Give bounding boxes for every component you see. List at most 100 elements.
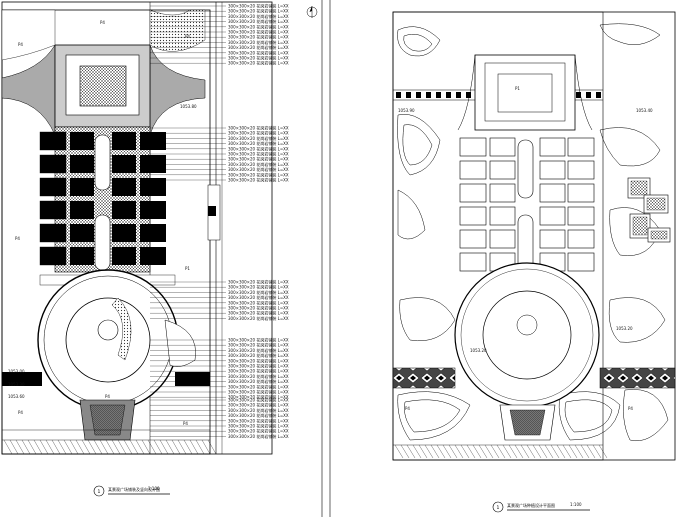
- hatch-line: [406, 444, 416, 459]
- hatch-line: [574, 444, 584, 459]
- material-note: 300×300×20 花岗岩铺装 L=XX: [228, 39, 289, 45]
- hatch-line: [502, 444, 512, 459]
- material-note: 300×300×20 花岗岩铺装 L=XX: [228, 125, 289, 131]
- hatch-line: [514, 444, 524, 459]
- paving-block: [112, 155, 136, 173]
- elevation-label: 1053.20: [616, 326, 633, 331]
- material-note: 300×300×20 花岗岩铺装 L=XX: [228, 151, 289, 157]
- hatch-line: [448, 444, 458, 459]
- hatch-line: [472, 444, 482, 459]
- material-note: 300×300×20 花岗岩铺装 L=XX: [228, 373, 289, 379]
- material-note: 300×300×20 花岗岩铺装 L=XX: [228, 13, 289, 19]
- material-note: 300×300×20 花岗岩铺装 L=XX: [228, 310, 289, 316]
- material-note: 300×300×20 花岗岩铺装 L=XX: [228, 161, 289, 167]
- zone-code: P1: [515, 86, 520, 91]
- paving-block: [539, 183, 566, 203]
- hatch-line: [57, 439, 67, 455]
- paving-block: [70, 224, 94, 242]
- material-note: 300×300×20 花岗岩铺装 L=XX: [228, 156, 289, 162]
- hatch-line: [141, 439, 151, 455]
- material-note: 300×300×20 花岗岩铺装 L=XX: [228, 3, 289, 9]
- hatch-line: [159, 439, 169, 455]
- hatch-line: [39, 439, 49, 455]
- hatch-line: [550, 444, 560, 459]
- building-hatch: [632, 216, 648, 236]
- hatch-line: [3, 439, 13, 455]
- material-note: 300×300×20 花岗岩铺装 L=XX: [228, 423, 289, 429]
- elevation-label: 1053.90: [398, 108, 415, 113]
- hatch-line: [171, 439, 181, 455]
- hatch-line: [69, 439, 79, 455]
- paving-block: [140, 155, 166, 173]
- hatch-line: [484, 444, 494, 459]
- hatch-line: [544, 444, 554, 459]
- hatch-line: [586, 444, 596, 459]
- paving-block: [567, 137, 595, 157]
- paving-block: [459, 229, 487, 249]
- material-note: 300×300×20 花岗岩铺装 L=XX: [228, 284, 289, 290]
- hatch-line: [466, 444, 476, 459]
- paving-block: [140, 178, 166, 196]
- paving-block: [567, 206, 595, 226]
- curb-block: [596, 92, 601, 98]
- paving-block: [539, 206, 566, 226]
- paving-block: [112, 132, 136, 150]
- hatch-line: [490, 444, 500, 459]
- material-note: 300×300×20 花岗岩铺装 L=XX: [228, 433, 289, 439]
- hatch-line: [177, 439, 187, 455]
- material-note: 300×300×20 花岗岩铺装 L=XX: [228, 140, 289, 146]
- hatch-line: [592, 444, 602, 459]
- paving-block: [70, 178, 94, 196]
- paving-block: [489, 229, 516, 249]
- hatch-line: [93, 439, 103, 455]
- hatch-line: [556, 444, 566, 459]
- hatch-line: [207, 439, 217, 455]
- paving-block: [112, 224, 136, 242]
- hatch-line: [442, 444, 452, 459]
- paving-block: [140, 132, 166, 150]
- hatch-line: [460, 444, 470, 459]
- material-note: 300×300×20 花岗岩铺装 L=XX: [228, 44, 289, 50]
- hatch-line: [532, 444, 542, 459]
- material-note: 300×300×20 花岗岩铺装 L=XX: [228, 294, 289, 300]
- hatch-line: [580, 444, 590, 459]
- hatch-line: [598, 444, 608, 459]
- material-note: 300×300×20 花岗岩铺装 L=XX: [228, 130, 289, 136]
- paving-block: [112, 178, 136, 196]
- curb-block: [416, 92, 421, 98]
- material-note: 300×300×20 花岗岩铺装 L=XX: [228, 352, 289, 358]
- paving-block: [539, 137, 566, 157]
- hatch-line: [63, 439, 73, 455]
- zone-code: P4: [100, 20, 105, 25]
- hatch-line: [183, 439, 193, 455]
- paving-block: [459, 160, 487, 180]
- material-note: 300×300×20 花岗岩铺装 L=XX: [228, 305, 289, 311]
- building-hatch: [630, 180, 648, 196]
- hatch-line: [568, 444, 578, 459]
- hatch-line: [496, 444, 506, 459]
- material-note: 300×300×20 花岗岩铺装 L=XX: [228, 177, 289, 183]
- paving-block: [489, 160, 516, 180]
- material-note: 300×300×20 花岗岩铺装 L=XX: [228, 34, 289, 40]
- hatch-line: [27, 439, 37, 455]
- hatch-line: [99, 439, 109, 455]
- sheet-scale: 1:100: [148, 486, 160, 491]
- sheet-caption: 某景观广场种植设计平面图: [507, 502, 555, 508]
- elevation-label: 1053.30: [8, 382, 25, 387]
- curb-block: [446, 92, 451, 98]
- hatch-line: [33, 439, 43, 455]
- zone-code: P4: [405, 406, 410, 411]
- zone-code: P4: [105, 394, 110, 399]
- material-note: 300×300×20 花岗岩铺装 L=XX: [228, 378, 289, 384]
- hatch-line: [195, 439, 205, 455]
- zone-code: P4: [18, 410, 23, 415]
- hatch-line: [165, 439, 175, 455]
- paving-block: [567, 229, 595, 249]
- hatch-line: [15, 439, 25, 455]
- hatch-line: [189, 439, 199, 455]
- curb-block: [466, 92, 471, 98]
